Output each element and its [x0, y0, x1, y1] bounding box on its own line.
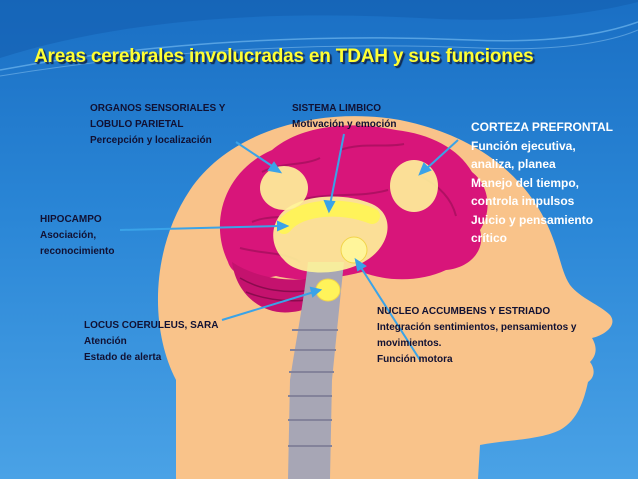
label-corteza-line-1: CORTEZA PREFRONTAL: [471, 120, 613, 134]
arrow-organos: [235, 141, 276, 169]
label-nucleo-line-2: Integración sentimientos, pensamientos y: [377, 322, 577, 333]
parietal-region: [260, 166, 308, 210]
label-corteza-line-4: Manejo del tiempo,: [471, 175, 580, 190]
brainstem: [288, 262, 344, 479]
label-corteza-line-3: analiza, planea: [471, 157, 556, 171]
label-corteza-line-6: Juicio y pensamiento: [471, 212, 594, 227]
label-organos-line-3: Percepción y localización: [90, 135, 212, 146]
label-corteza: CORTEZA PREFRONTAL Función ejecutiva, an…: [471, 118, 613, 248]
cerebellum: [232, 262, 322, 313]
label-locus: LOCUS COERULEUS, SARA Atención Estado de…: [84, 318, 218, 366]
label-nucleo-line-1: NUCLEO ACCUMBENS Y ESTRIADO: [377, 306, 551, 317]
arrow-limbico: [329, 133, 345, 206]
arrow-hipocampo: [119, 225, 281, 231]
slide-title: Areas cerebrales involucradas en TDAH y …: [34, 46, 534, 67]
label-organos-line-2: LOBULO PARIETAL: [90, 119, 184, 130]
label-locus-line-3: Estado de alerta: [84, 352, 162, 363]
arrow-locus: [221, 291, 315, 321]
label-locus-line-1: LOCUS COERULEUS, SARA: [84, 320, 219, 331]
label-nucleo-line-4: Función motora: [377, 354, 453, 365]
accumbens-region: [340, 236, 368, 264]
label-hipocampo-line-2: Asociación,: [40, 230, 97, 241]
label-organos-line-1: ORGANOS SENSORIALES Y: [90, 103, 226, 114]
label-limbico: SISTEMA LIMBICO Motivación y emoción: [292, 101, 396, 133]
arrow-nucleo: [359, 265, 421, 361]
label-hipocampo: HIPOCAMPO Asociación, reconocimiento: [40, 212, 114, 260]
limbic-arc: [276, 200, 380, 234]
label-hipocampo-line-3: reconocimiento: [40, 246, 115, 257]
label-corteza-line-7: crítico: [471, 231, 508, 245]
arrow-corteza: [424, 139, 459, 171]
label-limbico-line-2: Motivación y emoción: [292, 119, 397, 130]
label-nucleo: NUCLEO ACCUMBENS Y ESTRIADO Integración …: [377, 304, 577, 368]
label-nucleo-line-3: movimientos.: [377, 338, 442, 349]
label-limbico-line-1: SISTEMA LIMBICO: [292, 103, 382, 114]
label-organos: ORGANOS SENSORIALES Y LOBULO PARIETAL Pe…: [90, 101, 225, 149]
label-locus-line-2: Atención: [84, 336, 127, 347]
prefrontal-region: [390, 160, 438, 212]
label-hipocampo-line-1: HIPOCAMPO: [40, 214, 102, 225]
label-corteza-line-5: controla impulsos: [471, 194, 575, 208]
label-corteza-line-2: Función ejecutiva,: [471, 138, 576, 153]
